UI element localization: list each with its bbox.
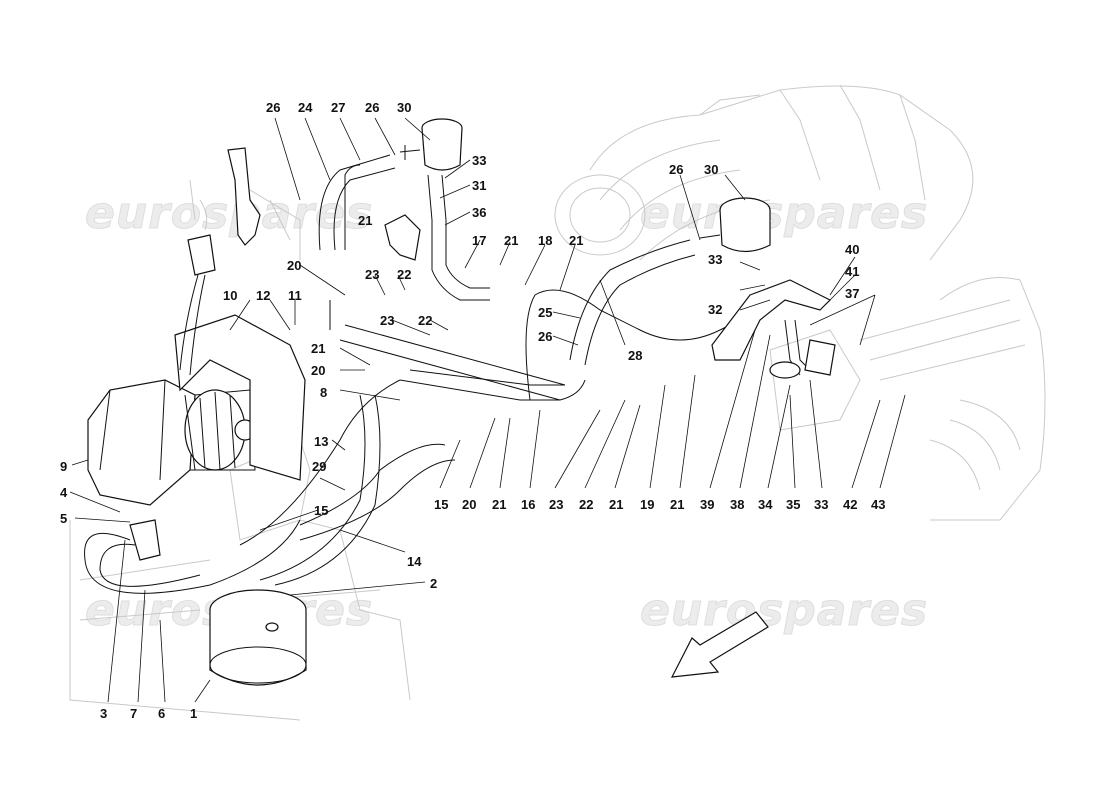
callout-label: 15 <box>434 497 448 512</box>
callout-label: 27 <box>331 100 345 115</box>
check-valve-right <box>699 197 771 253</box>
watermark-bottom-right: eurospares <box>640 585 928 636</box>
callout-label: 12 <box>256 288 270 303</box>
callout-label: 33 <box>708 252 722 267</box>
callout-label: 16 <box>521 497 535 512</box>
callout-label: 41 <box>845 264 859 279</box>
callout-label: 23 <box>380 313 394 328</box>
callout-labels: 26 24 27 26 30 33 31 36 17 21 18 21 21 2… <box>60 100 885 721</box>
callout-label: 1 <box>190 706 197 721</box>
pipe-16 <box>399 379 586 401</box>
bracket-36 <box>384 214 421 261</box>
flange-33 <box>804 339 836 376</box>
hose-main <box>299 443 446 526</box>
callout-label: 33 <box>814 497 828 512</box>
callout-label: 33 <box>472 153 486 168</box>
callout-label: 4 <box>60 485 68 500</box>
callout-label: 14 <box>407 554 422 569</box>
solenoid-connector <box>187 234 216 276</box>
callout-label: 43 <box>871 497 885 512</box>
callout-label: 19 <box>640 497 654 512</box>
mount-bracket <box>227 147 261 246</box>
callout-label: 15 <box>314 503 328 518</box>
callout-label: 21 <box>311 341 325 356</box>
callout-label: 34 <box>758 497 773 512</box>
callout-label: 17 <box>472 233 486 248</box>
pipe-28 <box>525 289 761 401</box>
callout-label: 31 <box>472 178 486 193</box>
callout-label: 26 <box>365 100 379 115</box>
callout-label: 22 <box>418 313 432 328</box>
callout-label: 23 <box>365 267 379 282</box>
heat-shield <box>174 314 306 481</box>
callout-label: 21 <box>670 497 684 512</box>
callout-label: 24 <box>298 100 313 115</box>
callout-label: 20 <box>287 258 301 273</box>
callout-label: 3 <box>100 706 107 721</box>
callout-label: 42 <box>843 497 857 512</box>
callout-label: 11 <box>288 288 302 303</box>
hose-24 <box>318 154 391 251</box>
callout-label: 13 <box>314 434 328 449</box>
callout-label: 21 <box>569 233 583 248</box>
arrow-icon <box>670 611 769 678</box>
callout-label: 30 <box>704 162 718 177</box>
callout-label: 26 <box>669 162 683 177</box>
check-valve-left <box>399 118 490 301</box>
watermark-right: eurospares <box>640 188 928 239</box>
callout-label: 21 <box>492 497 506 512</box>
callout-label: 21 <box>609 497 623 512</box>
bracket-32 <box>711 279 832 361</box>
callout-label: 20 <box>311 363 325 378</box>
solenoid-valve <box>129 519 161 561</box>
callout-label: 18 <box>538 233 552 248</box>
callout-label: 28 <box>628 348 642 363</box>
callout-label: 21 <box>504 233 518 248</box>
callout-label: 21 <box>358 213 372 228</box>
silencer <box>209 589 307 686</box>
callout-label: 37 <box>845 286 859 301</box>
callout-label: 22 <box>397 267 411 282</box>
callout-label: 20 <box>462 497 476 512</box>
callout-label: 35 <box>786 497 800 512</box>
callout-label: 26 <box>538 329 552 344</box>
hose-25 <box>569 239 691 361</box>
callout-label: 2 <box>430 576 437 591</box>
callout-label: 39 <box>700 497 714 512</box>
callout-label: 10 <box>223 288 237 303</box>
callout-label: 25 <box>538 305 552 320</box>
parts <box>84 118 836 686</box>
callout-label: 9 <box>60 459 67 474</box>
leader-lines <box>69 117 906 703</box>
callout-label: 26 <box>266 100 280 115</box>
callout-label: 36 <box>472 205 486 220</box>
callout-label: 32 <box>708 302 722 317</box>
watermark-left: eurospares <box>85 188 373 239</box>
callout-label: 29 <box>312 459 326 474</box>
engine-background <box>69 84 1046 721</box>
callout-label: 6 <box>158 706 165 721</box>
callout-label: 23 <box>549 497 563 512</box>
callout-label: 5 <box>60 511 67 526</box>
air-pump <box>87 379 256 506</box>
callout-label: 8 <box>320 385 327 400</box>
callout-label: 38 <box>730 497 744 512</box>
callout-label: 7 <box>130 706 137 721</box>
callout-label: 22 <box>579 497 593 512</box>
callout-label: 30 <box>397 100 411 115</box>
callout-label: 40 <box>845 242 859 257</box>
direction-arrow <box>670 611 769 678</box>
